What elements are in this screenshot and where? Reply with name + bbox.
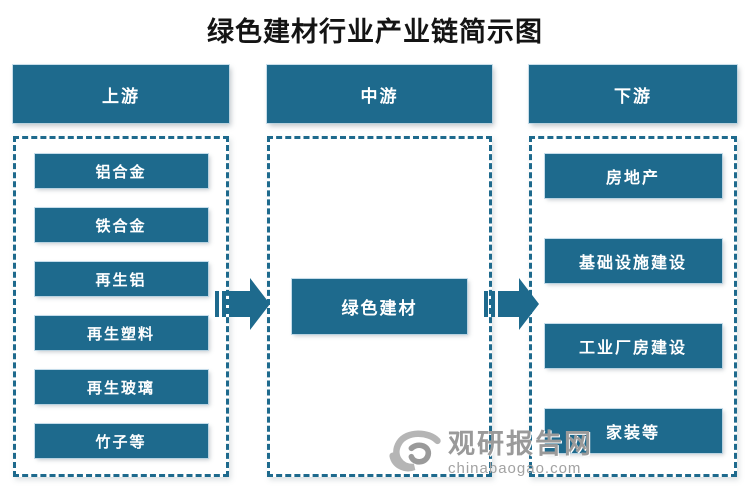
watermark-site-url: chinabaogao.com xyxy=(448,459,582,477)
watermark-site-name: 观研报告网 xyxy=(448,428,593,459)
upstream-item-ferroalloy: 铁合金 xyxy=(34,208,208,242)
watermark: 观研报告网 chinabaogao.com xyxy=(388,428,593,478)
watermark-text: 观研报告网 chinabaogao.com xyxy=(448,428,593,477)
downstream-item-industrial-plant: 工业厂房建设 xyxy=(544,324,722,368)
column-downstream: 下游 房地产 基础设施建设 工业厂房建设 家装等 xyxy=(529,65,737,477)
column-midstream: 中游 绿色建材 xyxy=(267,65,492,477)
midstream-header: 中游 xyxy=(267,65,492,123)
watermark-logo-icon xyxy=(389,430,441,472)
upstream-item-recycled-aluminum: 再生铝 xyxy=(34,262,208,296)
upstream-item-recycled-plastic: 再生塑料 xyxy=(34,316,208,350)
flow-arrow-right-icon xyxy=(484,278,539,330)
upstream-item-bamboo: 竹子等 xyxy=(34,424,208,458)
downstream-items-container: 房地产 基础设施建设 工业厂房建设 家装等 xyxy=(529,136,737,477)
upstream-item-recycled-glass: 再生玻璃 xyxy=(34,370,208,404)
upstream-item-aluminum-alloy: 铝合金 xyxy=(34,154,208,188)
downstream-header: 下游 xyxy=(529,65,737,123)
upstream-header: 上游 xyxy=(13,65,229,123)
column-upstream: 上游 铝合金 铁合金 再生铝 再生塑料 再生玻璃 竹子等 xyxy=(13,65,229,477)
downstream-item-real-estate: 房地产 xyxy=(544,154,722,198)
downstream-item-home-decoration: 家装等 xyxy=(544,409,722,453)
upstream-items-container: 铝合金 铁合金 再生铝 再生塑料 再生玻璃 竹子等 xyxy=(13,136,229,477)
flow-arrow-right-icon xyxy=(215,278,270,330)
midstream-items-container: 绿色建材 xyxy=(267,136,492,477)
downstream-item-infrastructure: 基础设施建设 xyxy=(544,239,722,283)
page-title: 绿色建材行业产业链简示图 xyxy=(207,17,543,47)
midstream-item-green-building-materials: 绿色建材 xyxy=(292,279,467,334)
